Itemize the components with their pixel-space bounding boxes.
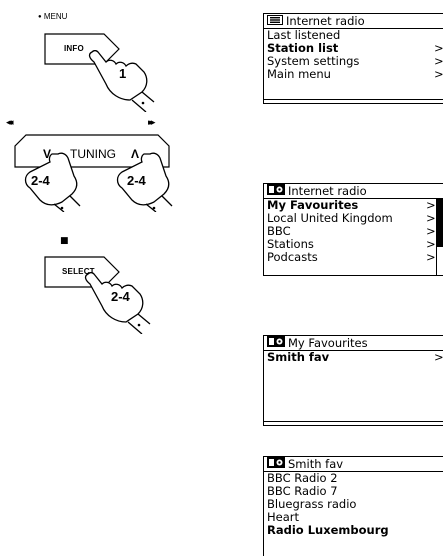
screen-title: Internet radio — [288, 184, 367, 198]
menu-icon — [267, 14, 283, 28]
hand-pressing-info-icon — [88, 50, 155, 112]
menu-label: MENU — [43, 12, 68, 21]
screen-internet-radio-stations: Internet radio My Favourites > Local Uni… — [263, 183, 443, 276]
menu-item-smith-fav[interactable]: Smith fav > — [267, 350, 443, 364]
menu-caption: ● MENU — [38, 12, 68, 21]
chevron-right-icon: > — [426, 198, 436, 212]
screen-title-bar: My Favourites — [264, 336, 443, 351]
chevron-right-icon: > — [426, 250, 436, 264]
station-item-heart[interactable]: Heart — [267, 510, 300, 524]
screen-title-bar: Internet radio — [264, 14, 443, 29]
tuning-down-step-number: 2-4 — [31, 173, 50, 188]
screen-title-bar: Smith fav — [264, 457, 443, 472]
menu-item-station-list[interactable]: Station list > — [267, 41, 443, 55]
chevron-right-icon: > — [426, 237, 436, 251]
radio-icon — [267, 184, 285, 198]
screen-smith-fav: Smith fav BBC Radio 2 BBC Radio 7 Bluegr… — [263, 456, 443, 556]
radio-icon — [267, 457, 285, 471]
menu-item-system-settings[interactable]: System settings > — [267, 54, 443, 68]
stop-icon: ■ — [60, 236, 69, 246]
select-button-outline — [44, 256, 120, 288]
select-step-number: 2-4 — [111, 289, 130, 304]
radio-icon — [267, 336, 285, 350]
station-item-bluegrass-radio[interactable]: Bluegrass radio — [267, 497, 357, 511]
menu-item-podcasts[interactable]: Podcasts > — [267, 250, 436, 264]
tuning-label: TUNING — [70, 147, 116, 161]
menu-item-last-listened[interactable]: Last listened — [267, 28, 341, 42]
tuning-up-button[interactable]: Λ — [131, 147, 140, 161]
screen-title: Internet radio — [286, 14, 365, 28]
menu-item-local-united-kingdom[interactable]: Local United Kingdom > — [267, 211, 436, 225]
skip-forward-icon: ▸▸▸ — [148, 118, 155, 128]
screen-bottom-rule — [264, 421, 443, 422]
menu-item-my-favourites[interactable]: My Favourites > — [267, 198, 436, 212]
scrollbar[interactable] — [436, 199, 443, 275]
chevron-right-icon: > — [426, 211, 436, 225]
tuning-up-step-number: 2-4 — [127, 173, 146, 188]
select-button-label: SELECT — [62, 267, 95, 276]
hand-pressing-select-icon — [84, 272, 151, 334]
menu-item-stations[interactable]: Stations > — [267, 237, 436, 251]
screen-bottom-rule — [264, 99, 443, 100]
select-button[interactable]: SELECT — [44, 256, 120, 288]
screen-title-bar: Internet radio — [264, 184, 443, 199]
station-item-bbc-radio-7[interactable]: BBC Radio 7 — [267, 484, 338, 498]
hand-pressing-tuning-up-icon — [116, 152, 173, 212]
info-step-number: 1 — [119, 66, 127, 81]
chevron-right-icon: > — [434, 350, 443, 364]
station-item-bbc-radio-2[interactable]: BBC Radio 2 — [267, 471, 338, 485]
screen-my-favourites: My Favourites Smith fav > — [263, 335, 443, 426]
menu-item-main-menu[interactable]: Main menu > — [267, 67, 443, 81]
hand-pressing-tuning-down-icon — [24, 152, 81, 212]
chevron-right-icon: > — [434, 67, 443, 81]
info-button-label: INFO — [64, 44, 84, 53]
menu-item-bbc[interactable]: BBC > — [267, 224, 436, 238]
scrollbar-thumb[interactable] — [437, 199, 443, 247]
chevron-right-icon: > — [434, 41, 443, 55]
chevron-right-icon: > — [426, 224, 436, 238]
screen-internet-radio-menu: Internet radio Last listened Station lis… — [263, 13, 443, 104]
station-item-radio-luxembourg[interactable]: Radio Luxembourg — [267, 523, 389, 537]
chevron-right-icon: > — [434, 54, 443, 68]
screen-title: Smith fav — [288, 457, 344, 471]
screen-title: My Favourites — [288, 336, 368, 350]
tuning-down-button[interactable]: V — [43, 147, 52, 161]
skip-back-icon: ◂◂◂ — [6, 118, 13, 128]
